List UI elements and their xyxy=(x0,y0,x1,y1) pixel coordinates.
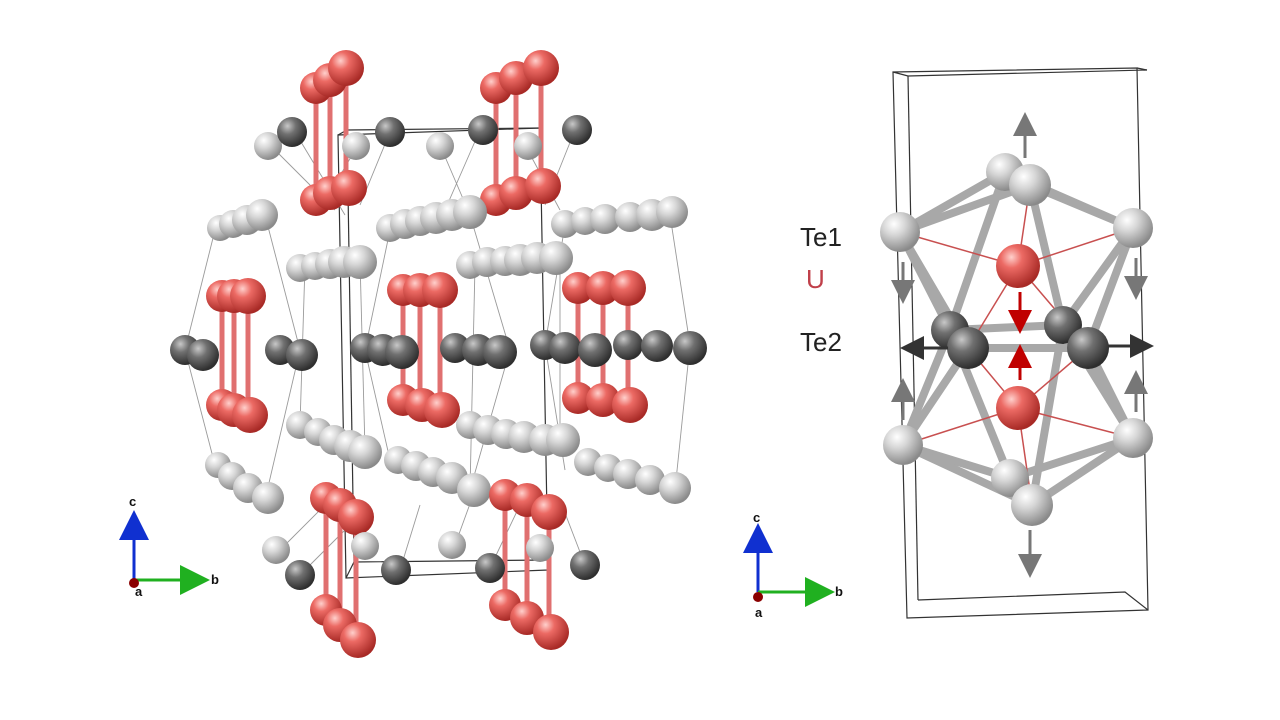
te2-atom xyxy=(285,560,315,590)
atoms-right xyxy=(880,153,1153,526)
te2-atom xyxy=(381,555,411,585)
unit-cell-box-right xyxy=(892,67,1149,619)
te2-atom xyxy=(549,332,581,364)
te2-atom xyxy=(673,331,707,365)
te1-atom xyxy=(1009,164,1051,206)
te1-atom xyxy=(991,459,1029,497)
u-atom xyxy=(586,383,620,417)
atoms-left xyxy=(170,50,707,658)
te2-atom xyxy=(578,333,612,367)
te2-atom xyxy=(483,335,517,369)
te1-atom xyxy=(635,465,665,495)
te2-atom xyxy=(277,117,307,147)
te2-atom xyxy=(385,335,419,369)
te2-atom xyxy=(187,339,219,371)
te2-atom xyxy=(440,333,470,363)
u-atom xyxy=(531,494,567,530)
te1-atom xyxy=(342,132,370,160)
u-atom xyxy=(586,271,620,305)
u-atom xyxy=(996,386,1040,430)
u-atom xyxy=(499,176,533,210)
te1-atom xyxy=(514,132,542,160)
te2-atom xyxy=(947,327,989,369)
te1-atom xyxy=(656,196,688,228)
u-atom xyxy=(533,614,569,650)
te1-atom xyxy=(246,199,278,231)
te1-atom xyxy=(252,482,284,514)
axis-a-label-left: a xyxy=(135,584,143,599)
te1-atom xyxy=(546,423,580,457)
te1-atom xyxy=(262,536,290,564)
te2-atom xyxy=(613,330,643,360)
axis-triad-left xyxy=(119,510,210,595)
axis-c-label-right: c xyxy=(753,510,761,525)
te2-atom xyxy=(1067,327,1109,369)
axis-triad-right xyxy=(743,523,835,607)
left-supercell-view xyxy=(119,50,707,658)
u-atom xyxy=(422,272,458,308)
axis-b-label-right: b xyxy=(835,584,843,599)
u-atom xyxy=(525,168,561,204)
te1-atom xyxy=(426,132,454,160)
te2-atom xyxy=(641,330,673,362)
te2-atom xyxy=(562,115,592,145)
te1-atom xyxy=(453,195,487,229)
te1-atom xyxy=(348,435,382,469)
u-atom xyxy=(230,278,266,314)
legend-te1-label: Te1 xyxy=(800,222,842,252)
u-atom xyxy=(610,270,646,306)
u-atom xyxy=(424,392,460,428)
te1-atom xyxy=(883,425,923,465)
te2-atom xyxy=(286,339,318,371)
u-atom xyxy=(338,499,374,535)
te1-atom xyxy=(343,245,377,279)
u-atom xyxy=(328,50,364,86)
axis-b-label-left: b xyxy=(211,572,219,587)
te1-atom xyxy=(659,472,691,504)
u-u-bonds-left xyxy=(219,65,631,643)
u-atom xyxy=(562,382,594,414)
te1-atom xyxy=(526,534,554,562)
u-atom xyxy=(612,387,648,423)
te2-atom xyxy=(570,550,600,580)
legend-te2-label: Te2 xyxy=(800,327,842,357)
te1-atom xyxy=(1011,484,1053,526)
u-atom xyxy=(340,622,376,658)
te2-atom xyxy=(475,553,505,583)
axis-a-label-right: a xyxy=(755,605,763,620)
right-unit-cell-view xyxy=(743,67,1154,619)
te1-atom xyxy=(438,531,466,559)
u-atom xyxy=(232,397,268,433)
te1-atom xyxy=(1113,418,1153,458)
te1-atom xyxy=(351,532,379,560)
te1-atom xyxy=(457,473,491,507)
te1-atom xyxy=(880,212,920,252)
u-atom xyxy=(523,50,559,86)
te1-atom xyxy=(254,132,282,160)
te2-atom xyxy=(375,117,405,147)
displacement-arrows xyxy=(891,112,1154,578)
legend-u-label: U xyxy=(806,264,825,294)
u-atom xyxy=(562,272,594,304)
te1-atom xyxy=(539,241,573,275)
u-atom xyxy=(996,244,1040,288)
axis-c-label-left: c xyxy=(129,494,137,509)
u-atom xyxy=(331,170,367,206)
te2-atom xyxy=(468,115,498,145)
te1-atom xyxy=(1113,208,1153,248)
te1-atom xyxy=(590,204,620,234)
